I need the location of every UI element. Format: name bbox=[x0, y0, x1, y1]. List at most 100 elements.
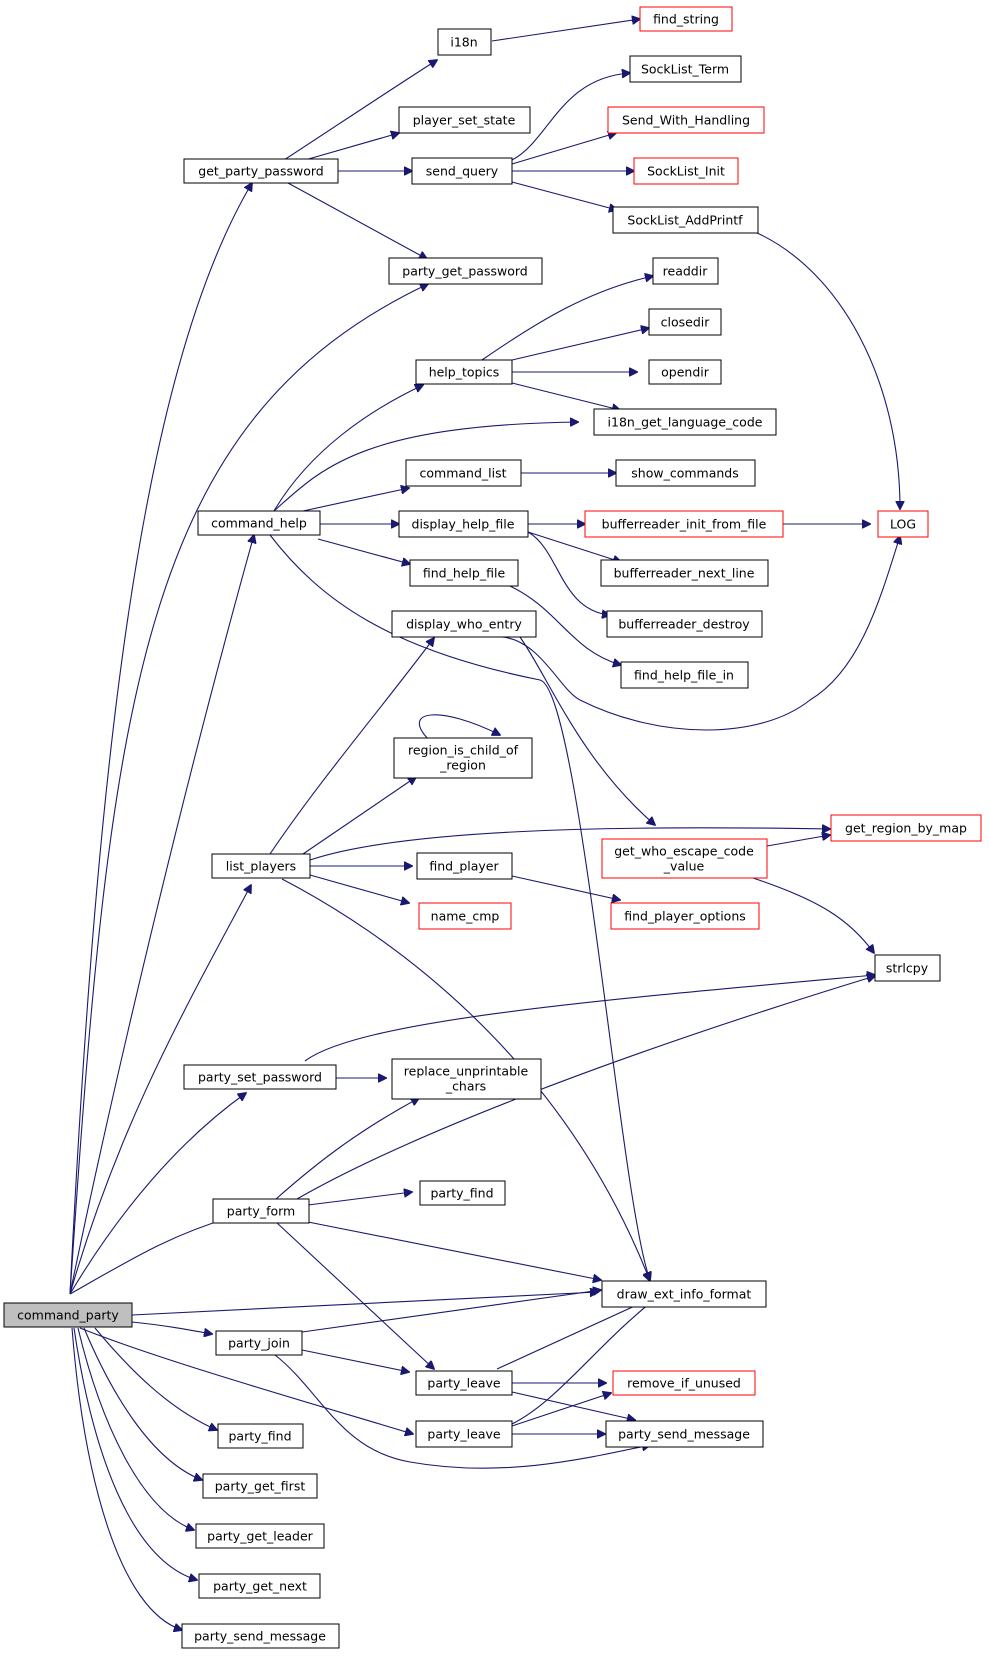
node-command_list[interactable]: command_list bbox=[405, 459, 522, 487]
node-party_find[interactable]: party_find bbox=[419, 1180, 506, 1206]
node-label: display_help_file bbox=[412, 517, 515, 532]
node-send_query[interactable]: send_query bbox=[411, 157, 513, 185]
node-party_set_password[interactable]: party_set_password bbox=[183, 1064, 337, 1090]
node-label: list_players bbox=[226, 859, 296, 874]
node-party_get_next[interactable]: party_get_next bbox=[198, 1573, 321, 1599]
node-get_party_password[interactable]: get_party_password bbox=[183, 158, 339, 184]
node-command_party[interactable]: command_party bbox=[3, 1302, 133, 1328]
node-label: help_topics bbox=[429, 365, 500, 380]
node-label: LOG bbox=[890, 517, 916, 532]
edge bbox=[296, 976, 875, 1200]
node-label: find_player_options bbox=[624, 909, 746, 924]
node-find_help_file_in[interactable]: find_help_file_in bbox=[620, 661, 749, 689]
node-Send_With_Handling[interactable]: Send_With_Handling bbox=[607, 106, 765, 134]
edge bbox=[69, 1217, 232, 1295]
edge bbox=[309, 874, 409, 903]
node-label: SockList_AddPrintf bbox=[627, 213, 743, 228]
edge bbox=[317, 538, 410, 564]
node-SockList_Term[interactable]: SockList_Term bbox=[629, 55, 742, 83]
node-find_player_options[interactable]: find_player_options bbox=[610, 902, 760, 930]
node-party_join[interactable]: party_join bbox=[215, 1330, 303, 1356]
node-LOG[interactable]: LOG bbox=[877, 510, 929, 538]
node-label-line-2: _value bbox=[663, 859, 705, 874]
node-find_player[interactable]: find_player bbox=[416, 852, 513, 880]
edge bbox=[71, 1327, 182, 1630]
node-find_help_file[interactable]: find_help_file bbox=[409, 559, 519, 587]
node-draw_ext_info_format[interactable]: draw_ext_info_format bbox=[601, 1280, 767, 1308]
node-party_get_password[interactable]: party_get_password bbox=[388, 257, 543, 285]
node-party_form[interactable]: party_form bbox=[212, 1198, 310, 1224]
node-list_players[interactable]: list_players bbox=[211, 853, 311, 879]
edge bbox=[491, 19, 640, 42]
edge bbox=[511, 875, 620, 900]
edge bbox=[83, 1327, 202, 1480]
node-opendir[interactable]: opendir bbox=[648, 359, 722, 385]
edge bbox=[527, 531, 621, 562]
node-command_help[interactable]: command_help bbox=[197, 510, 321, 536]
edge bbox=[481, 276, 653, 361]
node-party_leave[interactable]: party_leave bbox=[415, 1370, 513, 1396]
edge bbox=[418, 714, 500, 741]
node-label: party_get_first bbox=[215, 1479, 306, 1494]
edge bbox=[511, 133, 616, 165]
node-label: display_who_entry bbox=[406, 617, 522, 632]
edge bbox=[511, 382, 620, 410]
edge bbox=[301, 1349, 409, 1372]
node-label: party_form bbox=[227, 1204, 295, 1219]
node-name_cmp[interactable]: name_cmp bbox=[418, 902, 512, 930]
node-display_help_file[interactable]: display_help_file bbox=[398, 510, 529, 538]
node-label: strlcpy bbox=[886, 961, 929, 976]
node-label: replace_unprintable bbox=[404, 1064, 529, 1079]
node-i18n_get_language_code[interactable]: i18n_get_language_code bbox=[593, 408, 777, 436]
node-player_set_state[interactable]: player_set_state bbox=[398, 106, 531, 134]
node-get_region_by_map[interactable]: get_region_by_map bbox=[830, 814, 982, 842]
node-strlcpy[interactable]: strlcpy bbox=[874, 954, 941, 982]
node-help_topics[interactable]: help_topics bbox=[415, 359, 513, 385]
node-label: name_cmp bbox=[431, 909, 500, 924]
node-label: find_help_file bbox=[423, 566, 506, 581]
node-party_get_first[interactable]: party_get_first bbox=[202, 1473, 318, 1499]
edge bbox=[131, 1321, 212, 1334]
node-SockList_AddPrintf[interactable]: SockList_AddPrintf bbox=[612, 206, 759, 234]
edge bbox=[301, 1290, 601, 1333]
node-find_string[interactable]: find_string bbox=[639, 6, 733, 32]
node-i18n[interactable]: i18n bbox=[437, 28, 492, 56]
node-show_commands[interactable]: show_commands bbox=[615, 459, 756, 487]
edge bbox=[275, 1098, 419, 1200]
edge bbox=[501, 536, 900, 731]
node-display_who_entry[interactable]: display_who_entry bbox=[391, 610, 537, 638]
node-region_is_child_of_region[interactable]: region_is_child_of_region bbox=[393, 737, 533, 779]
node-get_who_escape_code_value[interactable]: get_who_escape_code_value bbox=[601, 838, 768, 879]
node-replace_unprintable_chars[interactable]: replace_unprintable_chars bbox=[391, 1058, 542, 1100]
node-label: find_help_file_in bbox=[634, 668, 734, 683]
node-bufferreader_init_from_file[interactable]: bufferreader_init_from_file bbox=[584, 510, 784, 538]
edge bbox=[302, 488, 409, 512]
node-readdir[interactable]: readdir bbox=[652, 257, 719, 285]
node-label: show_commands bbox=[631, 466, 738, 481]
node-label: remove_if_unused bbox=[627, 1376, 741, 1391]
node-label: player_set_state bbox=[413, 113, 516, 128]
node-bufferreader_destroy[interactable]: bufferreader_destroy bbox=[606, 610, 763, 638]
node-party_find-2[interactable]: party_find bbox=[217, 1423, 304, 1449]
node-party_leave-2[interactable]: party_leave bbox=[415, 1420, 513, 1448]
node-party_send_message[interactable]: party_send_message bbox=[181, 1623, 340, 1649]
node-label: readdir bbox=[663, 264, 709, 279]
edge bbox=[309, 828, 830, 861]
node-label: party_get_next bbox=[213, 1579, 307, 1594]
edge bbox=[511, 1293, 663, 1425]
edge bbox=[511, 181, 617, 210]
node-closedir[interactable]: closedir bbox=[648, 308, 722, 336]
node-remove_if_unused[interactable]: remove_if_unused bbox=[612, 1370, 756, 1396]
edge bbox=[511, 328, 649, 361]
edge bbox=[749, 876, 874, 953]
node-label: party_get_password bbox=[402, 264, 527, 279]
node-SockList_Init[interactable]: SockList_Init bbox=[633, 157, 739, 185]
node-party_send_message-2[interactable]: party_send_message bbox=[605, 1420, 764, 1448]
node-label: party_leave bbox=[427, 1427, 501, 1442]
node-label-line-2: _region bbox=[439, 758, 486, 773]
node-party_get_leader[interactable]: party_get_leader bbox=[195, 1523, 325, 1549]
node-label: Send_With_Handling bbox=[622, 113, 750, 128]
node-label: region_is_child_of bbox=[408, 743, 519, 758]
node-bufferreader_next_line[interactable]: bufferreader_next_line bbox=[600, 559, 769, 587]
